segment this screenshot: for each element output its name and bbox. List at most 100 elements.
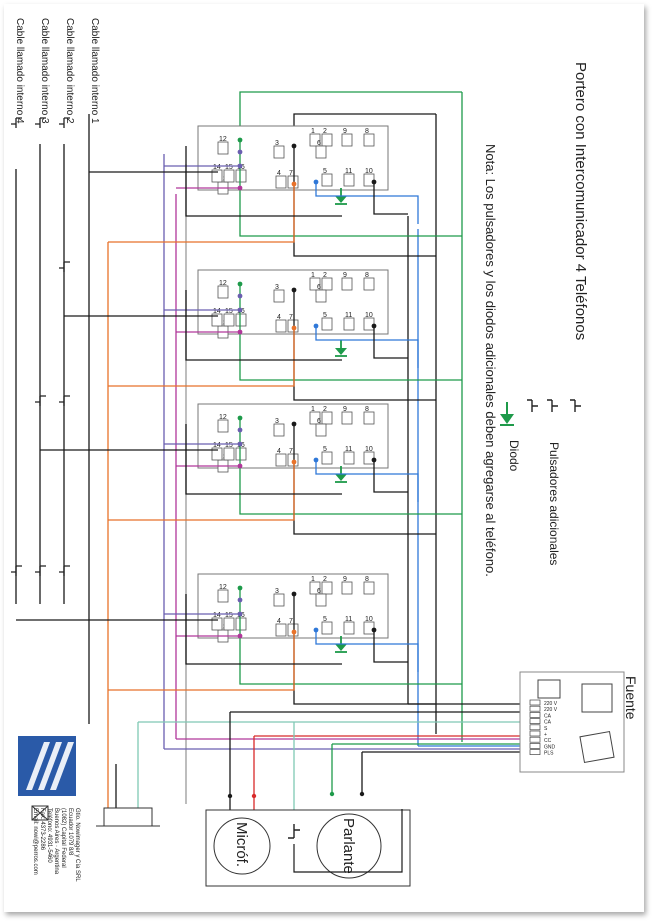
cable-labels: Cable llamado interno 1 Cable llamado in…	[14, 18, 100, 124]
terminal-label: 14	[213, 442, 221, 449]
terminal-dot	[291, 325, 297, 331]
terminal-label: 3	[275, 588, 279, 595]
terminal-dot	[237, 137, 243, 143]
terminal-block	[321, 277, 333, 291]
terminal-label: 2	[323, 406, 327, 413]
wire	[185, 594, 342, 665]
diagram-title: Portero con Intercomunicador 4 Teléfonos	[572, 62, 589, 340]
terminal-block	[363, 411, 375, 425]
terminal-dot	[237, 293, 243, 299]
terminal-block	[343, 173, 355, 187]
terminal-block	[223, 169, 235, 183]
terminal-dot	[291, 459, 297, 465]
terminal-block	[273, 145, 285, 159]
terminal-label: 6	[317, 284, 321, 291]
terminal-label: 10	[365, 312, 373, 319]
terminal-block	[363, 317, 375, 331]
terminal-dot	[237, 307, 243, 313]
company-line: Fax: 4373-2286	[39, 808, 45, 851]
terminal-dot	[237, 585, 243, 591]
terminal-label: 2	[323, 272, 327, 279]
push-button-icon	[11, 565, 22, 576]
phone-unit: 12345678910111213141516	[59, 261, 462, 401]
terminal-label: 14	[213, 164, 221, 171]
wire	[239, 140, 462, 237]
terminal-block	[309, 133, 321, 147]
phone-unit: 12345678910111213141516	[11, 117, 462, 257]
terminal-label: 3	[275, 418, 279, 425]
terminal-block	[321, 173, 333, 187]
terminal-block	[235, 313, 247, 327]
terminal-dot	[291, 181, 297, 187]
terminal-dot	[237, 427, 243, 433]
wire	[239, 418, 462, 515]
terminal-label: 14	[213, 612, 221, 619]
terminal-block	[341, 133, 353, 147]
phone-units: 1234567891011121314151612345678910111213…	[11, 117, 462, 705]
terminal-block	[223, 447, 235, 461]
terminal-label: 8	[365, 128, 369, 135]
legend-diode-label: Diodo	[507, 440, 521, 472]
cable-label-2: Cable llamado interno 2	[64, 18, 75, 124]
wiring-diagram: Portero con Intercomunicador 4 Teléfonos…	[11, 18, 639, 887]
terminal-label: 7	[289, 170, 293, 177]
terminal-label: 15	[225, 164, 233, 171]
terminal-label: 9	[343, 272, 347, 279]
diode-icon	[335, 196, 347, 203]
wire	[108, 632, 295, 691]
terminal-block	[363, 581, 375, 595]
terminal-label: 1	[311, 406, 315, 413]
terminal-block	[275, 319, 287, 333]
wire	[185, 424, 342, 495]
push-button-icon	[35, 117, 46, 128]
terminal-block	[223, 617, 235, 631]
door-push-button-icon	[288, 824, 300, 839]
wire	[373, 182, 408, 215]
push-button-icon	[59, 565, 70, 576]
terminal-block	[309, 277, 321, 291]
terminal-block	[315, 593, 327, 607]
wire	[315, 326, 419, 368]
terminal-label: 4	[277, 448, 281, 455]
terminal-label: 7	[289, 314, 293, 321]
terminal-label: 8	[365, 272, 369, 279]
terminal-label: 11	[345, 446, 352, 453]
terminal-dot	[371, 457, 377, 463]
terminal-label: 13	[219, 320, 227, 327]
terminal-label: 3	[275, 140, 279, 147]
terminal-label: 11	[345, 168, 352, 175]
psu-terminal	[529, 730, 541, 737]
terminal-block	[315, 289, 327, 303]
wire	[108, 184, 295, 243]
terminal-dot	[313, 179, 319, 185]
push-button-icon	[59, 261, 70, 272]
terminal-block	[343, 451, 355, 465]
terminal-block	[235, 447, 247, 461]
terminal-block	[217, 419, 229, 433]
terminal-label: 5	[323, 446, 327, 453]
terminal-label: 1	[311, 128, 315, 135]
wire	[315, 182, 419, 224]
terminal-label: 9	[343, 406, 347, 413]
wire	[185, 146, 342, 217]
terminal-block	[217, 285, 229, 299]
wire	[108, 328, 295, 387]
terminal-block	[315, 145, 327, 159]
psu-terminal-label: +	[544, 732, 547, 738]
terminal-block	[321, 581, 333, 595]
terminal-label: 12	[219, 280, 227, 287]
envelope-icon	[31, 805, 49, 821]
terminal-block	[235, 169, 247, 183]
psu-terminal-label: 220 V	[544, 707, 558, 713]
psu-terminal	[529, 749, 541, 755]
terminal-label: 14	[213, 308, 221, 315]
terminal-dot	[371, 323, 377, 329]
terminal-block	[211, 447, 223, 461]
terminal-block	[217, 589, 229, 603]
terminal-label: 2	[323, 128, 327, 135]
terminal-block	[309, 411, 321, 425]
psu-terminal-label: S	[544, 726, 548, 732]
terminal-label: 10	[365, 168, 373, 175]
terminal-dot	[237, 185, 243, 191]
